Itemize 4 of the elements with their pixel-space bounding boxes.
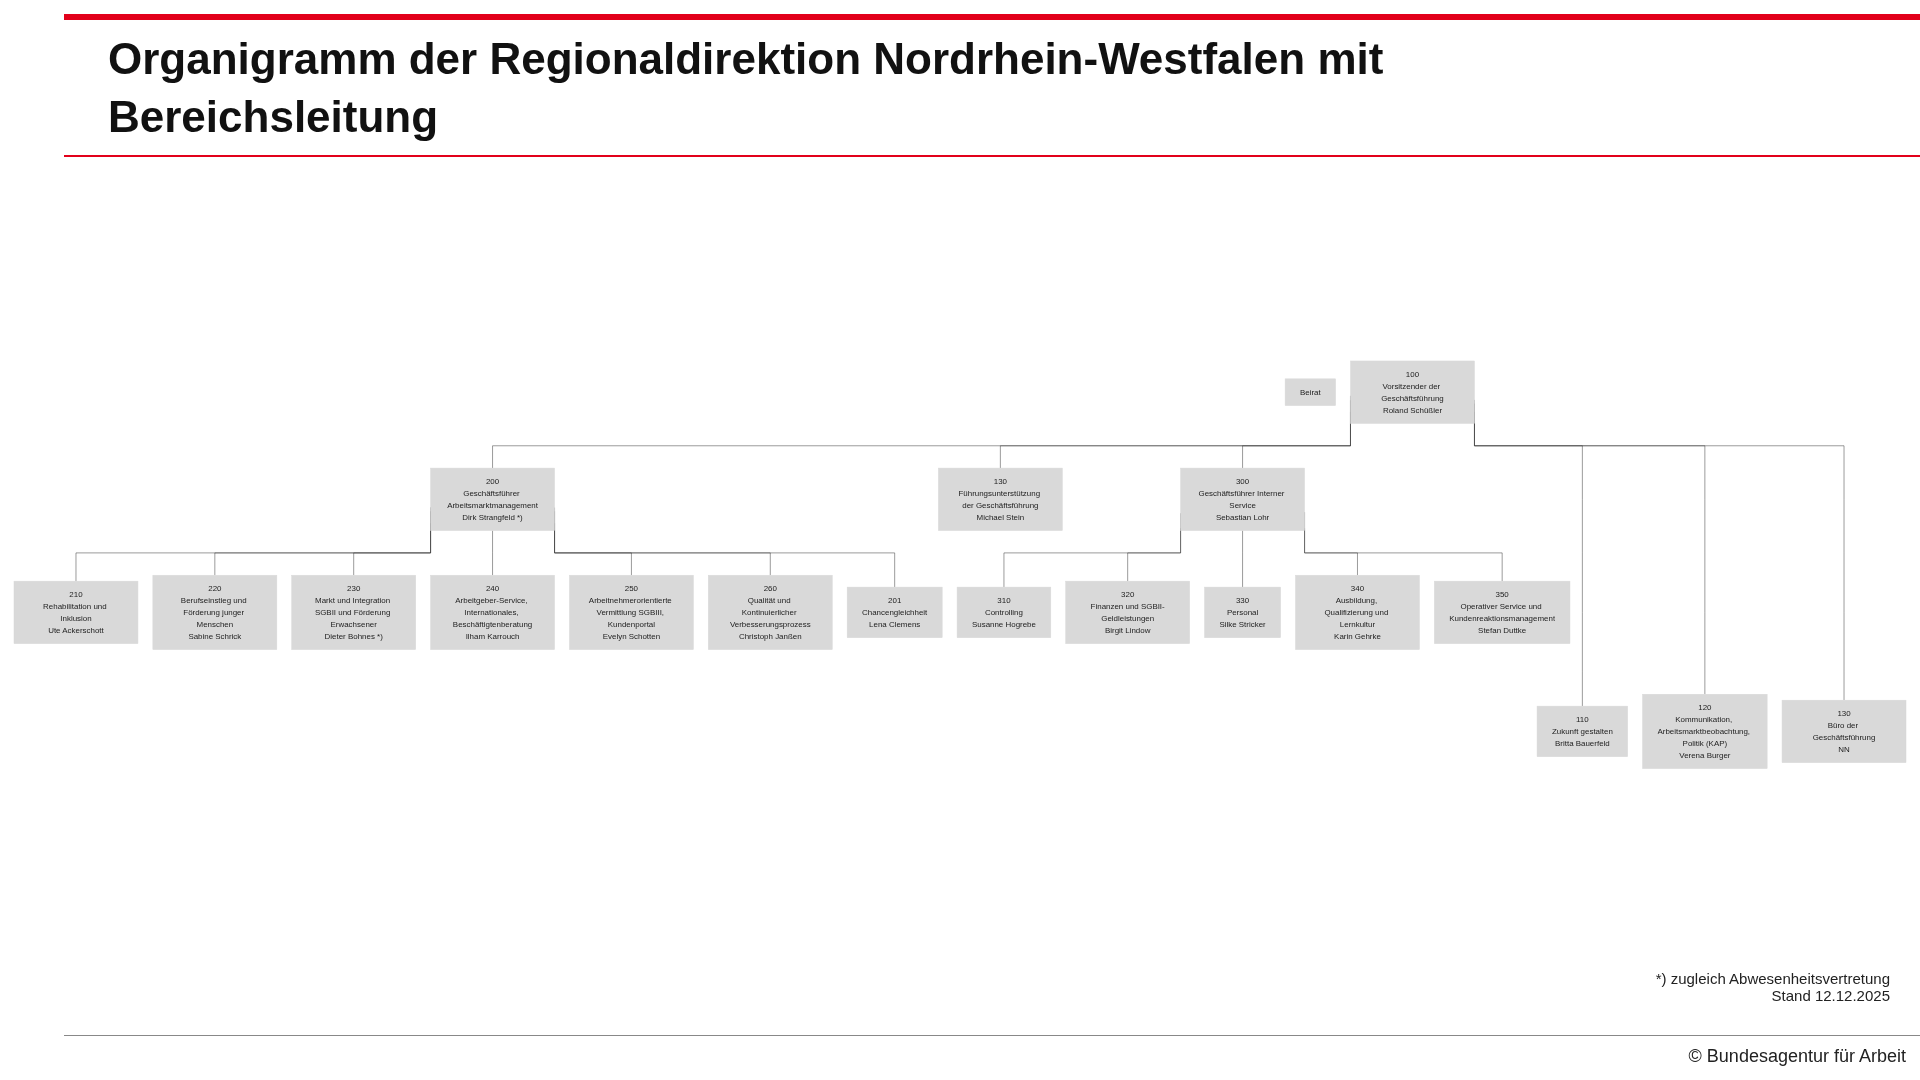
title: Organigramm der Regionaldirektion Nordrhein-Westfalen mit Bereichsleitung bbox=[108, 33, 1385, 143]
copyright-note: © Bundesagentur für Arbeit bbox=[1688, 1046, 1906, 1067]
footnote: *) zugleich Abwesenheitsvertretung bbox=[1655, 970, 1890, 987]
date-note: Stand 12.12.2025 bbox=[1770, 987, 1890, 1004]
